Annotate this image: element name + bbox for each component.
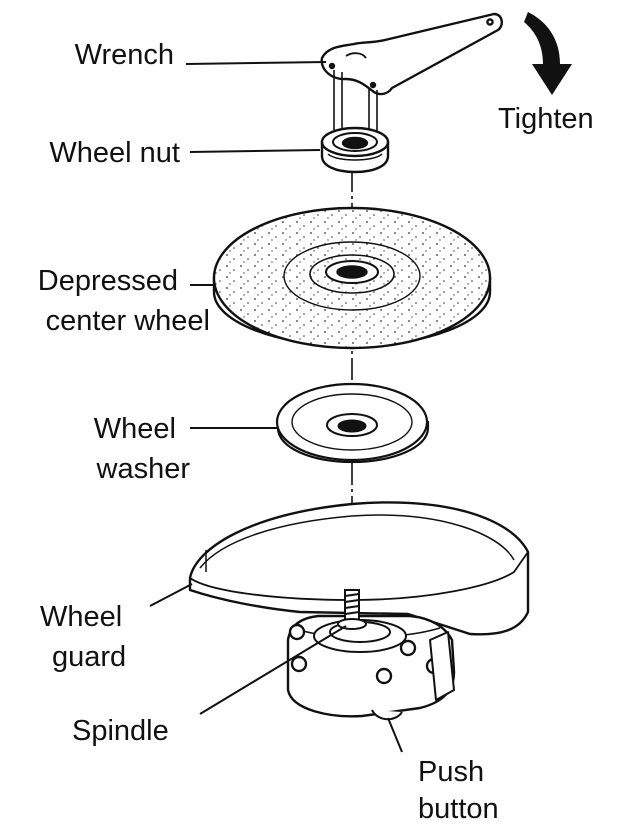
label-depressed-center-wheel-line2: center wheel bbox=[45, 305, 210, 337]
leader-wrench bbox=[185, 61, 327, 65]
label-depressed-center-wheel-line1: Depressed bbox=[37, 265, 178, 297]
spindle-part bbox=[337, 589, 367, 630]
wheel-nut-part bbox=[320, 126, 390, 174]
leader-wheel-guard bbox=[149, 583, 193, 607]
gear-housing-part bbox=[286, 614, 456, 721]
curved-arrow-down-icon bbox=[524, 12, 572, 95]
wrench-pin-guides bbox=[333, 70, 378, 134]
leader-lines bbox=[149, 61, 403, 753]
wrench-part bbox=[320, 12, 503, 96]
label-push-button-line2: button bbox=[418, 793, 499, 825]
label-wheel-guard-line1: Wheel bbox=[40, 601, 123, 633]
label-tighten: Tighten bbox=[498, 103, 594, 135]
label-push-button-line1: Push bbox=[418, 756, 485, 788]
label-wheel-washer-line1: Wheel bbox=[93, 413, 176, 445]
leader-wheel-nut bbox=[189, 149, 321, 153]
wheel-washer-part bbox=[275, 382, 430, 464]
label-wheel-guard-line2: guard bbox=[52, 641, 127, 673]
label-wheel-washer-line2: washer bbox=[96, 453, 191, 485]
depressed-center-wheel-part bbox=[212, 206, 492, 350]
label-wheel-nut: Wheel nut bbox=[49, 137, 180, 169]
leader-spindle bbox=[199, 625, 347, 715]
label-wrench: Wrench bbox=[74, 39, 174, 71]
leader-push-button bbox=[387, 717, 403, 753]
label-spindle: Spindle bbox=[72, 715, 169, 747]
